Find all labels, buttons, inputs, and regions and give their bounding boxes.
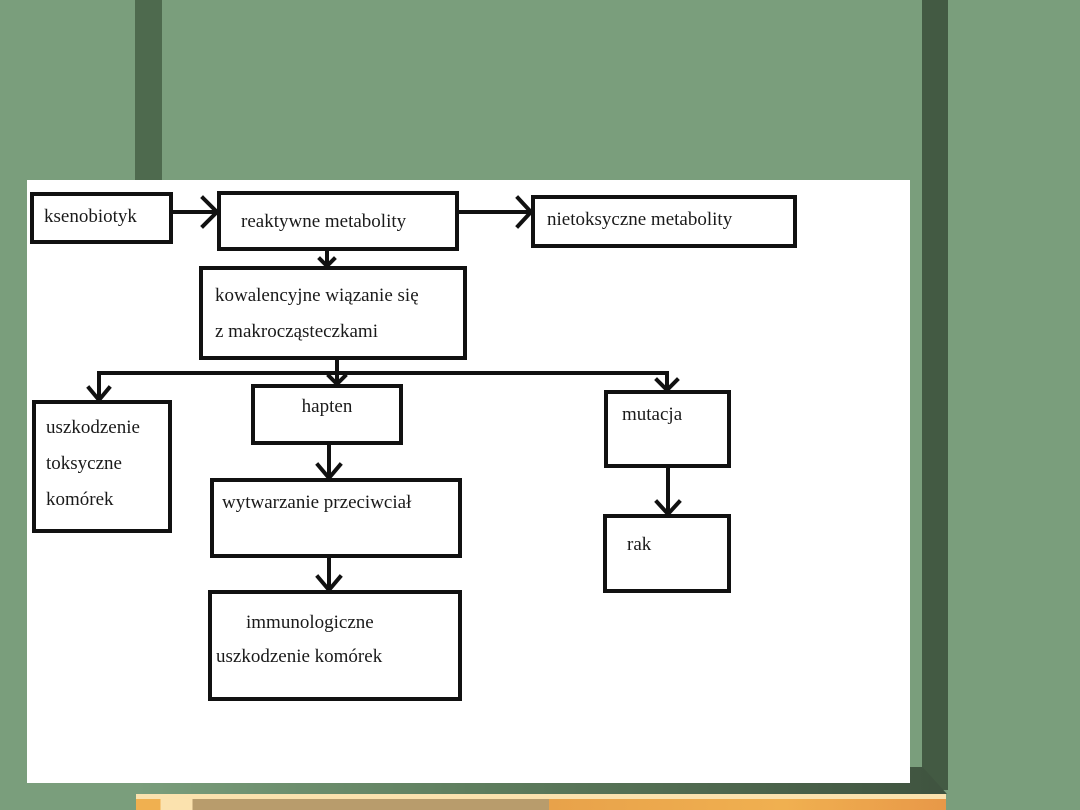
node-reaktywne-metabolity: reaktywne metabolity [217, 191, 459, 251]
node-text-line: uszkodzenie [46, 417, 140, 438]
node-text-line: z makrocząsteczkami [215, 321, 378, 342]
node-uszkodzenie-toksyczne: uszkodzenie toksyczne komórek [32, 400, 172, 533]
node-wytwarzanie-przeciwcial: wytwarzanie przeciwciał [210, 478, 462, 558]
node-text: rak [627, 534, 652, 555]
node-text: mutacja [622, 404, 683, 425]
node-text: wytwarzanie przeciwciał [222, 492, 412, 513]
decorative-strip [136, 794, 946, 810]
node-mutacja: mutacja [604, 390, 731, 468]
node-hapten: hapten [251, 384, 403, 445]
strip-pattern [136, 799, 946, 810]
node-kowalencyjne-wiazanie: kowalencyjne wiązanie się z makrocząstec… [199, 266, 467, 360]
node-nietoksyczne-metabolity: nietoksyczne metabolity [531, 195, 797, 248]
node-text-line: immunologiczne [246, 612, 374, 633]
node-text-line: uszkodzenie komórek [216, 646, 383, 667]
node-text: reaktywne metabolity [241, 211, 407, 232]
node-ksenobiotyk: ksenobiotyk [30, 192, 173, 244]
node-text-line: komórek [46, 489, 114, 510]
node-text-line: kowalencyjne wiązanie się [215, 285, 419, 306]
node-text: ksenobiotyk [44, 206, 137, 227]
left-decor-bar [135, 0, 162, 185]
node-text-line: toksyczne [46, 453, 122, 474]
node-text: hapten [301, 396, 353, 417]
right-decor-bar [922, 0, 948, 790]
diagram-slide: ksenobiotyk reaktywne metabolity nietoks… [27, 180, 910, 783]
node-rak: rak [603, 514, 731, 593]
node-immunologiczne-uszkodzenie: immunologiczne uszkodzenie komórek [208, 590, 462, 701]
node-text: nietoksyczne metabolity [547, 209, 733, 230]
